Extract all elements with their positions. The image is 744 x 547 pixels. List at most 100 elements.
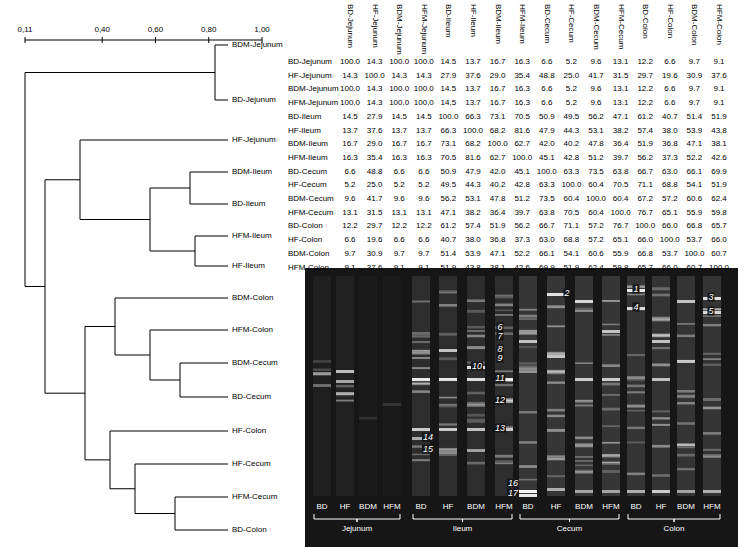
leaf-label: BD-Jejunum (232, 96, 276, 104)
lane-smear (439, 276, 457, 496)
lane-label: HFM (703, 503, 720, 511)
table-cell: 38.1 (490, 264, 506, 272)
table-cell: 57.2 (588, 222, 604, 230)
gel-band (412, 341, 430, 343)
gel-band (412, 459, 430, 461)
gel-band (359, 417, 377, 420)
dendrogram-branch (45, 180, 85, 393)
gel-band (439, 333, 457, 336)
table-cell: 29.7 (367, 222, 383, 230)
table-cell: 63.0 (662, 168, 678, 176)
table-cell: 6.6 (541, 85, 552, 93)
gel-lanes (313, 276, 721, 497)
table-cell: 81.6 (514, 127, 530, 135)
table-cell: 60.4 (564, 195, 580, 203)
table-cell: 66.8 (637, 250, 653, 258)
lane-label: HF (551, 503, 562, 511)
gel-band (495, 314, 513, 316)
table-cell: 57.2 (588, 236, 604, 244)
gel-band (627, 376, 645, 379)
table-cell: 100.0 (684, 250, 704, 258)
gel-band (575, 308, 593, 310)
dendrogram-branch (25, 73, 215, 287)
gel-band (703, 324, 721, 326)
gel-band (495, 304, 513, 307)
gel-band (467, 449, 485, 452)
gel-band (677, 444, 695, 446)
lane-label: BD (316, 503, 327, 511)
scale-tick (102, 37, 103, 43)
table-cell: 42.6 (711, 154, 727, 162)
table-cell: 81.6 (465, 154, 481, 162)
gel-band (602, 324, 620, 326)
column-header: HF-Cecum (567, 4, 575, 43)
lane-smear (677, 276, 695, 496)
dendrogram-branch (195, 236, 228, 266)
gel-band (703, 432, 721, 435)
table-cell: 68.2 (490, 127, 506, 135)
gel-band (336, 399, 354, 401)
gel-band (547, 352, 565, 355)
table-cell: 9.1 (418, 264, 429, 272)
table-cell: 51.9 (711, 113, 727, 121)
gel-band (439, 290, 457, 292)
table-cell: 69.9 (539, 264, 555, 272)
gel-band (602, 462, 620, 465)
table-cell: 60.4 (613, 195, 629, 203)
group-bracket (520, 514, 619, 522)
gel-band (547, 355, 565, 358)
gel-band (495, 455, 513, 458)
table-cell: 14.5 (391, 113, 407, 121)
gel-band (495, 463, 513, 465)
table-cell: 68.8 (564, 236, 580, 244)
gel-band (602, 378, 620, 381)
gel-band (467, 326, 485, 328)
table-cell: 16.3 (514, 99, 530, 107)
gel-band (652, 445, 670, 448)
table-cell: 100.0 (537, 168, 557, 176)
scale-value: 0,40 (94, 26, 110, 34)
gel-band (495, 309, 513, 311)
table-cell: 9.6 (344, 195, 355, 203)
table-cell: 31.5 (367, 209, 383, 217)
table-cell: 14.3 (367, 58, 383, 66)
column-header: BDM-Ileum (494, 4, 502, 44)
gel-band (519, 490, 537, 493)
table-cell: 16.3 (391, 154, 407, 162)
table-cell: 16.7 (490, 99, 506, 107)
gel-band (652, 287, 670, 290)
table-cell: 13.1 (342, 209, 358, 217)
table-cell: 14.3 (367, 99, 383, 107)
gel-band (677, 360, 695, 363)
table-cell: 65.7 (711, 222, 727, 230)
table-cell: 6.6 (394, 236, 405, 244)
table-cell: 61.2 (441, 222, 457, 230)
table-cell: 53.1 (588, 127, 604, 135)
table-cell: 39.7 (613, 154, 629, 162)
lane-label: HF (443, 503, 454, 511)
table-cell: 59.8 (613, 264, 629, 272)
table-cell: 13.7 (465, 99, 481, 107)
table-cell: 37.3 (514, 236, 530, 244)
lane-smear (359, 276, 377, 496)
gel-band (412, 332, 430, 335)
gel-band (439, 428, 457, 431)
table-cell: 13.1 (391, 209, 407, 217)
gel-band (439, 349, 457, 352)
table-cell: 51.4 (687, 113, 703, 121)
column-header: BD-Jejunum (346, 4, 354, 48)
table-cell: 100.0 (709, 264, 729, 272)
table-cell: 40.2 (490, 181, 506, 189)
table-cell: 14.5 (441, 85, 457, 93)
table-cell: 47.1 (687, 140, 703, 148)
table-cell: 5.2 (394, 181, 405, 189)
gel-band (652, 294, 670, 297)
row-header: BDM-Ileum (288, 140, 328, 148)
gel-band (519, 340, 537, 343)
table-cell: 50.9 (441, 168, 457, 176)
table-cell: 51.2 (588, 154, 604, 162)
table-cell: 6.6 (344, 236, 355, 244)
table-cell: 62.4 (711, 195, 727, 203)
gel-band (519, 362, 537, 364)
table-cell: 29.0 (367, 140, 383, 148)
